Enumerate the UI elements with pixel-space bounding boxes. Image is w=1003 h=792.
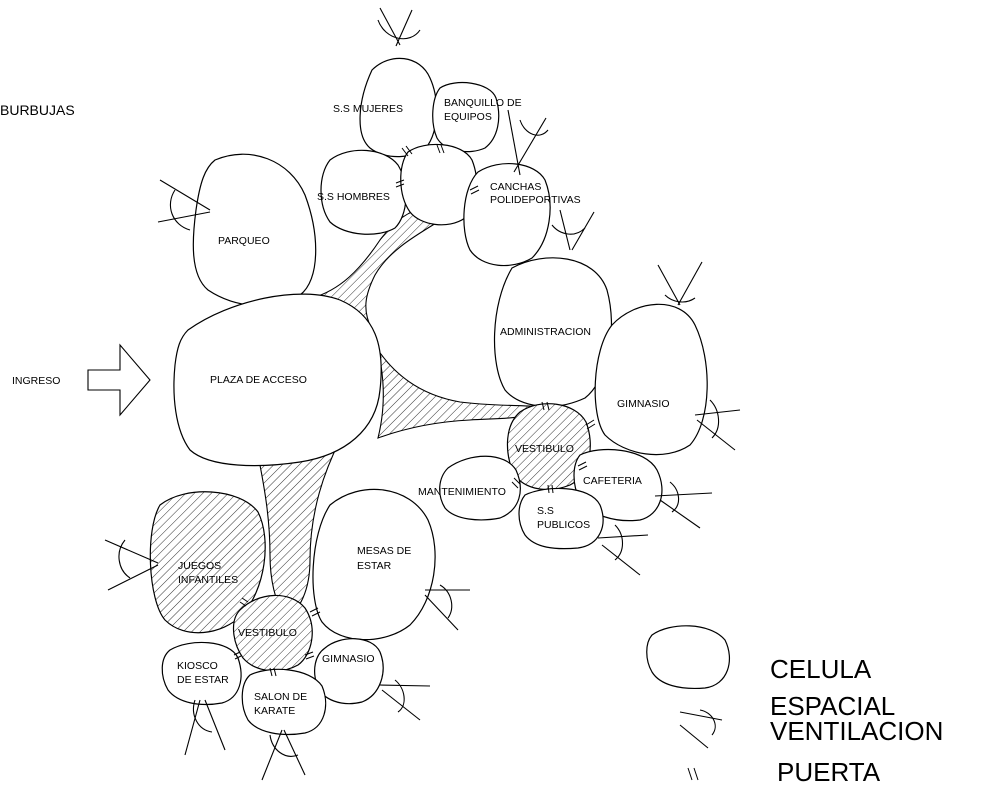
- label-gimnasio-bottom: GIMNASIO: [322, 653, 375, 665]
- bubble-ss-hombres: [320, 149, 407, 235]
- label-ss-publicos-2: PUBLICOS: [537, 519, 590, 531]
- bubble-gimnasio-bottom: [314, 638, 384, 705]
- bubble-vestibulo-left: [233, 594, 313, 672]
- bubble-gimnasio-right: [594, 303, 708, 456]
- legend-door-icon: [687, 767, 699, 781]
- title-label: BURBUJAS: [0, 102, 75, 118]
- label-juegos-1: JUEGOS: [178, 560, 221, 572]
- label-mantenimiento: MANTENIMIENTO: [418, 486, 506, 498]
- bubble-salon: [241, 668, 327, 736]
- label-vestibulo-right: VESTIBULO: [515, 443, 574, 455]
- label-ss-mujeres: S.S MUJERES: [333, 103, 403, 115]
- label-ss-hombres: S.S HOMBRES: [317, 191, 390, 203]
- bubble-canchas: [463, 162, 551, 267]
- label-administracion: ADMINISTRACION: [500, 326, 591, 338]
- legend-ventilacion-label: VENTILACION: [770, 716, 943, 746]
- label-canchas-2: POLIDEPORTIVAS: [490, 194, 581, 206]
- entrance-arrow: [87, 343, 151, 417]
- label-canchas-1: CANCHAS: [490, 181, 541, 193]
- bubble-parqueo: [192, 153, 317, 307]
- door-marks: [233, 144, 596, 677]
- label-kiosco-2: DE ESTAR: [177, 674, 229, 686]
- bubble-ss-publicos: [518, 487, 604, 550]
- bubble-vestibulo-right: [506, 403, 591, 491]
- entrance-label: INGRESO: [12, 375, 60, 387]
- bubble-kiosco: [161, 641, 242, 706]
- legend-puerta-label: PUERTA: [777, 757, 881, 787]
- legend-espacial-label: ESPACIAL: [770, 691, 895, 721]
- bubble-administracion: [493, 257, 613, 408]
- label-ss-publicos-1: S.S: [537, 505, 554, 517]
- label-mesas-1: MESAS DE: [357, 545, 411, 557]
- label-banquillo-2: EQUIPOS: [444, 111, 492, 123]
- bubble-mesas: [312, 488, 436, 641]
- label-cafeteria: CAFETERIA: [583, 475, 642, 487]
- label-kiosco-1: KIOSCO: [177, 660, 218, 672]
- legend-celula-label: CELULA: [770, 654, 872, 684]
- label-mesas-2: ESTAR: [357, 560, 392, 572]
- legend-cell-icon: [646, 625, 730, 690]
- label-parqueo: PARQUEO: [218, 235, 270, 247]
- label-salon-2: KARATE: [254, 705, 295, 717]
- legend: CELULA ESPACIAL VENTILACION PUERTA: [646, 625, 943, 787]
- legend-ventilation-icon: [679, 709, 723, 749]
- label-banquillo-1: BANQUILLO DE: [444, 97, 522, 109]
- bubble-banquillo: [432, 81, 500, 153]
- label-vestibulo-left: VESTIBULO: [238, 627, 297, 639]
- bubble-mantenimiento: [439, 455, 521, 521]
- bubble-plaza-acceso: [173, 293, 382, 467]
- label-juegos-2: INFANTILES: [178, 574, 238, 586]
- ventilation-symbols: [104, 7, 741, 781]
- label-gimnasio-right: GIMNASIO: [617, 398, 670, 410]
- label-plaza-acceso: PLAZA DE ACCESO: [210, 374, 307, 386]
- label-salon-1: SALON DE: [254, 691, 307, 703]
